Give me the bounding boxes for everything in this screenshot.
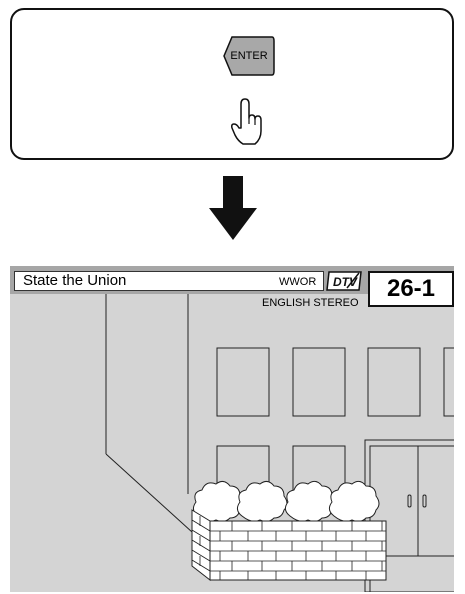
- enter-button-shape: [223, 36, 275, 76]
- audio-info: ENGLISH STEREO: [262, 297, 359, 309]
- station-name: WWOR: [279, 276, 317, 288]
- channel-number-box: 26-1: [368, 271, 454, 307]
- enter-button[interactable]: ENTER: [222, 35, 276, 77]
- enter-button-label: ENTER: [230, 50, 268, 62]
- channel-number: 26-1: [386, 275, 436, 302]
- program-title: State the Union: [23, 272, 127, 289]
- down-arrow-icon: [209, 176, 257, 245]
- remote-panel: ENTER: [10, 8, 454, 160]
- dtv-logo-icon: DTV: [325, 270, 365, 297]
- program-title-box: State the Union WWOR: [14, 271, 324, 291]
- pointing-hand-icon: [230, 98, 264, 151]
- dtv-logo-text: DTV: [333, 275, 358, 289]
- building-scene: [105, 294, 454, 592]
- tv-screen: [10, 266, 454, 592]
